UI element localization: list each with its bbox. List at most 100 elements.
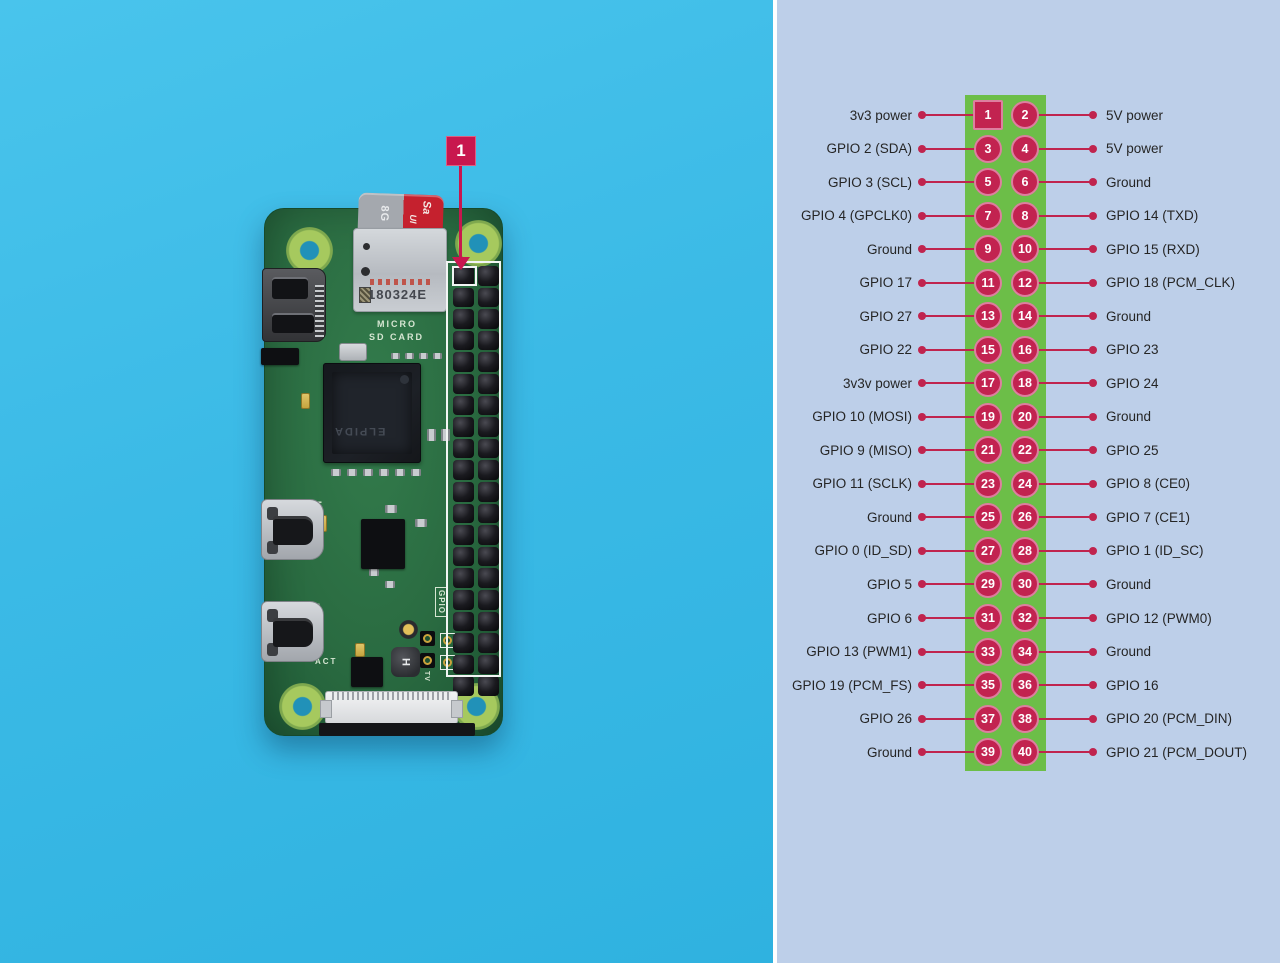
- header-socket: [478, 395, 499, 416]
- pin-label-right: Ground: [1106, 576, 1152, 592]
- connector-line: [1025, 181, 1093, 184]
- pin-27: 27: [974, 536, 1002, 565]
- capacitor: [355, 643, 365, 657]
- header-socket: [478, 568, 499, 588]
- connector-line: [922, 617, 988, 619]
- header-socket: [478, 525, 499, 545]
- connector-latch: [451, 700, 463, 718]
- pin-label-left: GPIO 9 (MISO): [819, 442, 912, 458]
- header-socket: [478, 482, 499, 502]
- pin-label-right: Ground: [1106, 308, 1152, 324]
- capacitor: [301, 393, 310, 409]
- pin-3: 3: [974, 134, 1002, 163]
- pin1-marker-arrowhead: [452, 257, 470, 270]
- smd-component: [433, 353, 442, 359]
- connector-dot: [918, 614, 926, 622]
- pin-28: 28: [1011, 536, 1039, 565]
- smd-component: [385, 505, 397, 513]
- header-socket: [453, 525, 474, 545]
- connector-dot: [1089, 714, 1097, 723]
- pin-label-right: Ground: [1106, 644, 1152, 659]
- smd-component: [363, 469, 373, 476]
- mini-hdmi-port: [262, 268, 326, 342]
- connector-line: [922, 717, 988, 720]
- pin-label-right: GPIO 1 (ID_SC): [1106, 543, 1204, 559]
- pin-7: 7: [974, 201, 1002, 230]
- connector-line: [922, 415, 988, 418]
- pin-31: 31: [974, 604, 1002, 632]
- pin-36: 36: [1011, 671, 1039, 699]
- smd-component: [415, 519, 427, 527]
- slot-anchor: [359, 287, 371, 303]
- connector-line: [1025, 114, 1093, 116]
- hdmi-opening: [272, 313, 314, 333]
- connector-line: [1025, 248, 1093, 251]
- connector-line: [1025, 315, 1093, 318]
- header-socket: [478, 266, 499, 286]
- silkscreen-micro: MICRO: [377, 319, 417, 329]
- header-socket: [478, 417, 499, 437]
- smd-component: [379, 469, 389, 476]
- connector-dot: [918, 513, 926, 522]
- pin-label-left: GPIO 19 (PCM_FS): [791, 677, 912, 693]
- hdmi-pins: [315, 285, 324, 337]
- pin-label-left: GPIO 0 (ID_SD): [814, 543, 912, 559]
- header-socket: [478, 330, 499, 351]
- pin-14: 14: [1011, 302, 1039, 331]
- header-socket: [453, 611, 474, 632]
- pin-label-right: GPIO 18 (PCM_CLK): [1106, 275, 1236, 291]
- pin-label-left: GPIO 2 (SDA): [826, 141, 912, 156]
- connector-dot: [918, 412, 926, 421]
- silkscreen-tv: TV: [423, 671, 430, 682]
- crystal-oscillator: [339, 343, 367, 361]
- small-ic-chip: [361, 519, 405, 569]
- pin1-marker-line: [459, 166, 462, 258]
- camera-connector: [320, 691, 463, 724]
- pin-label-right: GPIO 15 (RXD): [1106, 241, 1200, 257]
- connector-line: [922, 248, 988, 251]
- connector-line: [922, 348, 988, 351]
- header-socket: [478, 309, 499, 329]
- connector-dot: [918, 681, 926, 689]
- test-pad: [420, 631, 435, 646]
- connector-dot: [1089, 211, 1097, 220]
- connector-line: [922, 181, 988, 184]
- smd-component: [331, 469, 341, 476]
- pin-34: 34: [1011, 637, 1039, 666]
- pin-label-right: GPIO 24: [1106, 375, 1159, 391]
- connector-line: [922, 147, 988, 150]
- connector-line: [1025, 650, 1093, 653]
- connector-dot: [1089, 144, 1097, 153]
- pin-label-left: GPIO 17: [859, 275, 912, 291]
- header-socket: [478, 287, 499, 308]
- pin-label-left: Ground: [866, 241, 912, 257]
- connector-dot: [918, 312, 926, 321]
- mounting-hole: [279, 683, 326, 730]
- pin-15: 15: [974, 335, 1002, 364]
- connector-line: [922, 684, 988, 686]
- connector-dot: [1089, 513, 1097, 522]
- connector-line: [922, 114, 988, 116]
- connector-dot: [918, 748, 926, 757]
- connector-dot: [1089, 345, 1097, 354]
- pin-row: GPIO 0 (ID_SD) 27 28 GPIO 1 (ID_SC): [777, 534, 1280, 567]
- connector-dot: [918, 479, 926, 488]
- pin-5: 5: [974, 168, 1002, 197]
- connector-line: [922, 549, 988, 552]
- connector-dot: [918, 278, 926, 287]
- header-socket: [478, 611, 499, 632]
- sd-slot-serial: 180324E: [368, 287, 428, 302]
- connector-line: [1025, 382, 1093, 385]
- smd-component: [369, 569, 379, 576]
- connector-line: [1025, 617, 1093, 619]
- smd-component: [347, 469, 357, 476]
- connector-line: [1025, 516, 1093, 519]
- connector-dot: [918, 580, 926, 589]
